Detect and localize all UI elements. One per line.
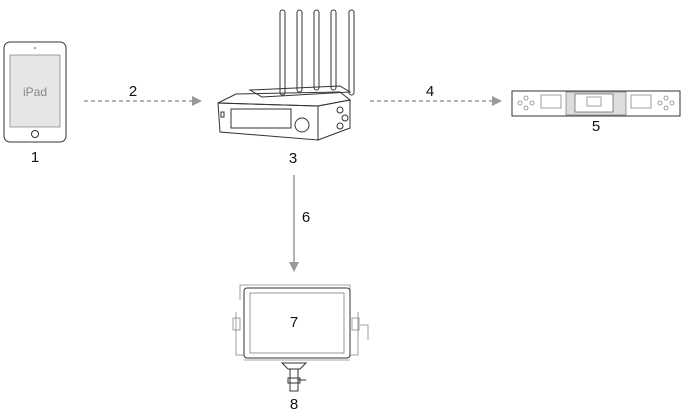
label-8: 8	[290, 396, 298, 413]
antennas	[279, 9, 355, 96]
stand-mount	[280, 362, 308, 392]
label-5: 5	[592, 118, 600, 135]
label-6: 6	[302, 209, 310, 226]
label-3: 3	[289, 150, 297, 167]
light-panel-device	[232, 284, 369, 361]
ipad-device: iPad	[3, 41, 67, 143]
rack-unit-device	[511, 90, 681, 117]
label-1: 1	[31, 149, 39, 166]
label-2: 2	[129, 83, 137, 100]
transmitter-device	[217, 9, 355, 141]
label-4: 4	[426, 83, 434, 100]
ipad-screen-text: iPad	[23, 85, 47, 99]
label-7: 7	[290, 314, 298, 331]
